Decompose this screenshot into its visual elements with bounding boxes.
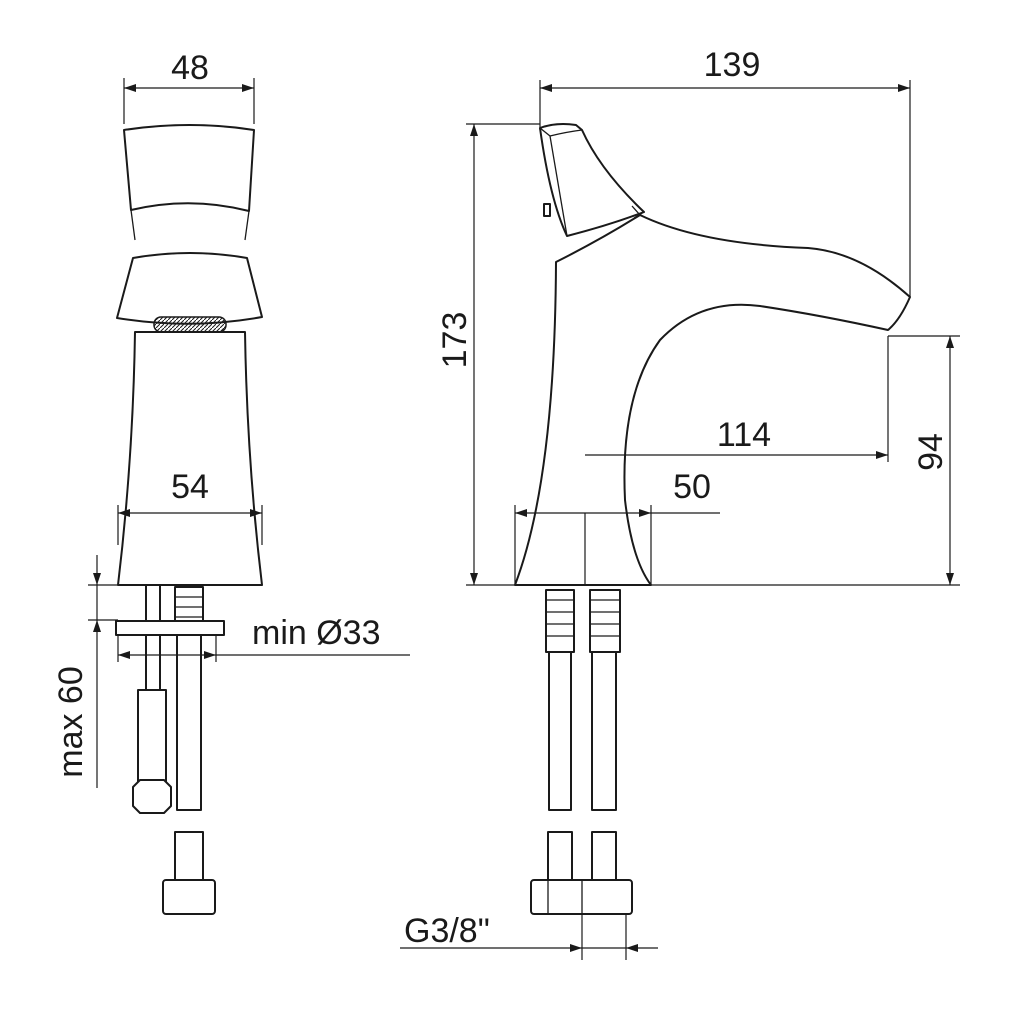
front-fitting <box>162 831 216 915</box>
label-overall-height: 173 <box>436 312 474 369</box>
dim-spout-reach <box>585 336 889 462</box>
dim-deck-thickness <box>88 555 118 788</box>
labels: 48 54 min Ø33 max 60 139 173 114 94 50 G… <box>52 46 950 950</box>
side-supply-hoses <box>545 589 621 811</box>
handle-button <box>543 203 551 217</box>
side-handle <box>539 123 645 237</box>
label-spout-reach: 114 <box>717 416 771 454</box>
label-width-base: 54 <box>171 468 209 506</box>
side-view <box>514 123 911 915</box>
label-deck-thickness: max 60 <box>52 666 90 778</box>
dim-spout-height <box>651 335 960 586</box>
front-body <box>117 331 263 586</box>
dim-overall-depth <box>539 80 911 297</box>
dim-width-top <box>123 78 255 124</box>
dim-width-base <box>117 505 263 545</box>
label-hole-diameter: min Ø33 <box>252 614 381 652</box>
dim-overall-height <box>466 123 540 586</box>
label-spout-height: 94 <box>912 433 950 471</box>
label-width-top: 48 <box>171 49 209 87</box>
label-connection-thread: G3/8" <box>404 912 490 950</box>
label-base-depth: 50 <box>673 468 711 506</box>
front-view <box>115 124 263 915</box>
label-overall-depth: 139 <box>704 46 761 84</box>
side-fittings <box>530 831 633 915</box>
front-supply-hoses <box>132 584 204 814</box>
dim-base-depth <box>514 505 720 585</box>
side-body <box>514 214 911 586</box>
dim-connection-thread <box>400 914 658 960</box>
mounting-plate <box>115 620 225 636</box>
front-handle <box>123 124 255 212</box>
dim-hole-diameter <box>117 636 410 662</box>
front-spout-head <box>116 252 263 325</box>
aerator <box>153 316 227 333</box>
dimensions <box>88 78 960 960</box>
